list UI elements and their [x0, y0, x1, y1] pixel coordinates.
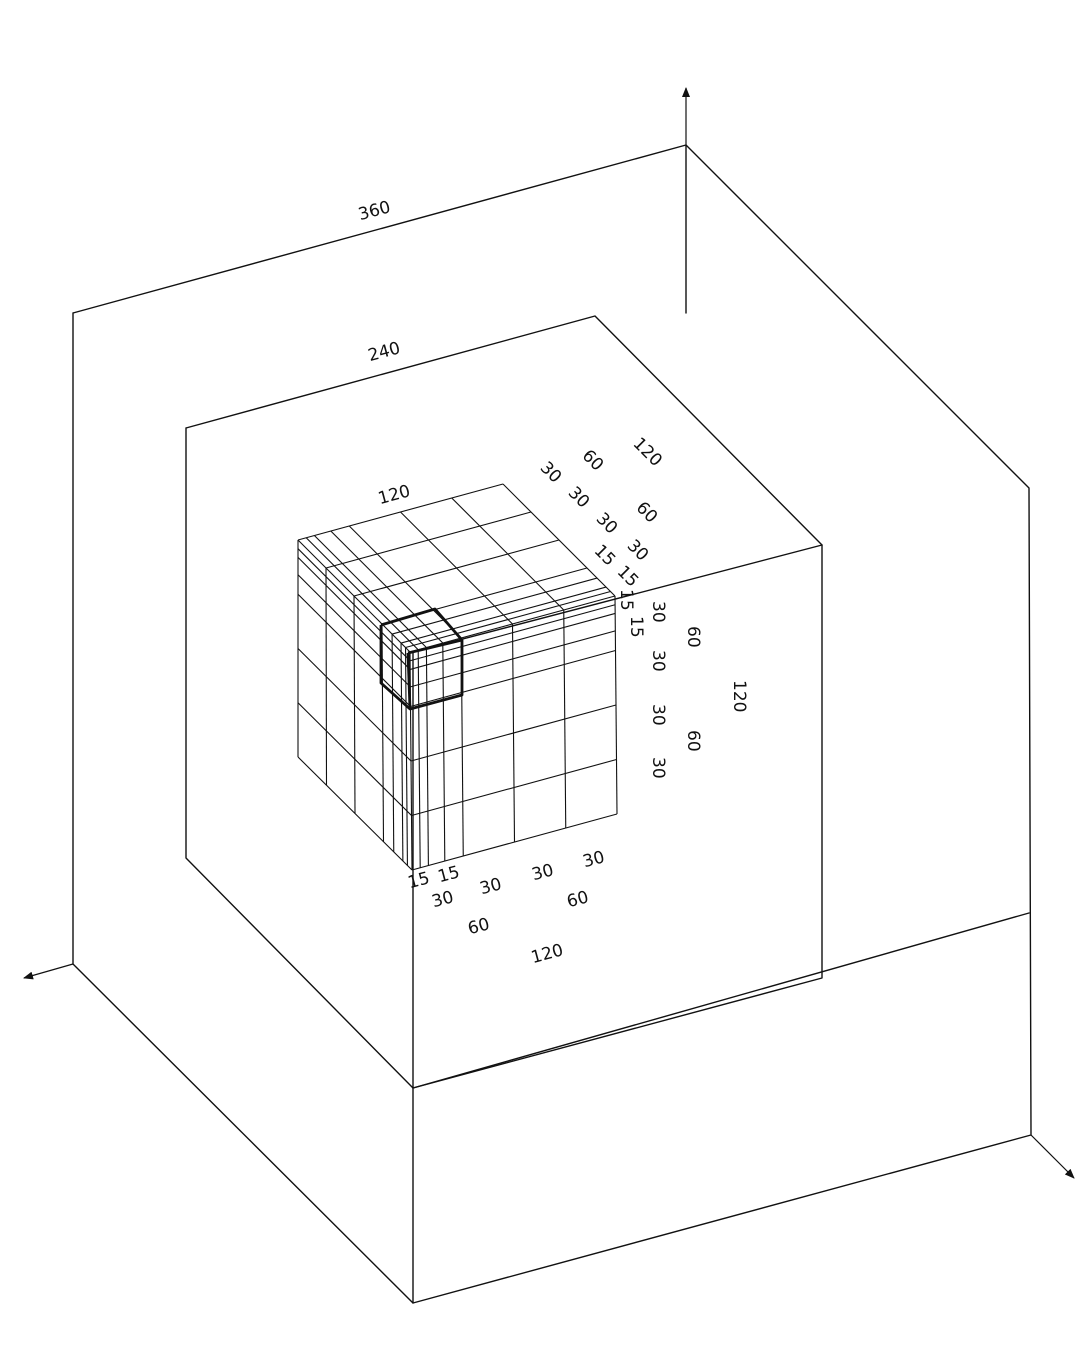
- right-label: 60: [632, 498, 661, 527]
- front-label: 30: [648, 601, 668, 623]
- front-label: 120: [729, 680, 749, 712]
- grid-line: [410, 630, 616, 688]
- right-label: 15: [613, 562, 642, 591]
- grid-line: [297, 574, 411, 688]
- y-axis-arrow: [1030, 1134, 1075, 1179]
- right-label: 60: [578, 446, 607, 475]
- right-label: 30: [536, 458, 565, 487]
- front-label: 30: [648, 757, 668, 779]
- grid-line: [400, 511, 513, 625]
- dimension-labels: 360 240 120 30 60 120 30 60 30 30 15 15 …: [356, 197, 749, 968]
- outer-size-label: 360: [356, 197, 393, 225]
- grid-line: [410, 704, 617, 762]
- inner-top-size-label: 120: [376, 481, 413, 509]
- grid-line: [410, 649, 616, 708]
- highlighted-sub-cube: [379, 607, 464, 711]
- grid-line: [410, 612, 616, 670]
- bottom-label: 60: [466, 914, 492, 939]
- front-label: 60: [683, 730, 703, 752]
- bottom-label: 15: [436, 862, 462, 887]
- front-label: 60: [683, 626, 703, 648]
- bottom-label: 30: [478, 874, 504, 899]
- grid-line: [297, 702, 412, 816]
- right-label: 15: [590, 541, 619, 570]
- inner-grid-cube: [297, 483, 618, 871]
- grid-line: [297, 593, 411, 707]
- grid-line: [325, 511, 532, 569]
- bottom-label: 30: [530, 860, 556, 885]
- bottom-label: 30: [581, 847, 607, 872]
- grid-line: [297, 556, 411, 670]
- right-label: 30: [592, 509, 621, 538]
- outer-box: [72, 144, 1032, 1304]
- bottom-label: 15: [406, 868, 432, 893]
- middle-box: [185, 315, 823, 1089]
- bottom-label: 30: [430, 887, 456, 912]
- bottom-label: 60: [565, 887, 591, 912]
- front-label: 30: [648, 704, 668, 726]
- bottom-label: 120: [529, 940, 566, 968]
- grid-line: [297, 648, 412, 762]
- right-label: 30: [564, 483, 593, 512]
- front-label: 15: [616, 589, 636, 611]
- grid-line: [409, 604, 616, 662]
- grid-line: [451, 497, 565, 611]
- grid-line: [297, 548, 411, 662]
- axis-arrows: [23, 87, 1075, 1179]
- front-label: 30: [648, 650, 668, 672]
- right-label: 120: [629, 434, 666, 471]
- grid-line: [411, 758, 617, 817]
- middle-size-label: 240: [366, 338, 403, 366]
- x-axis-arrow: [23, 963, 74, 980]
- front-label: 15: [626, 616, 646, 638]
